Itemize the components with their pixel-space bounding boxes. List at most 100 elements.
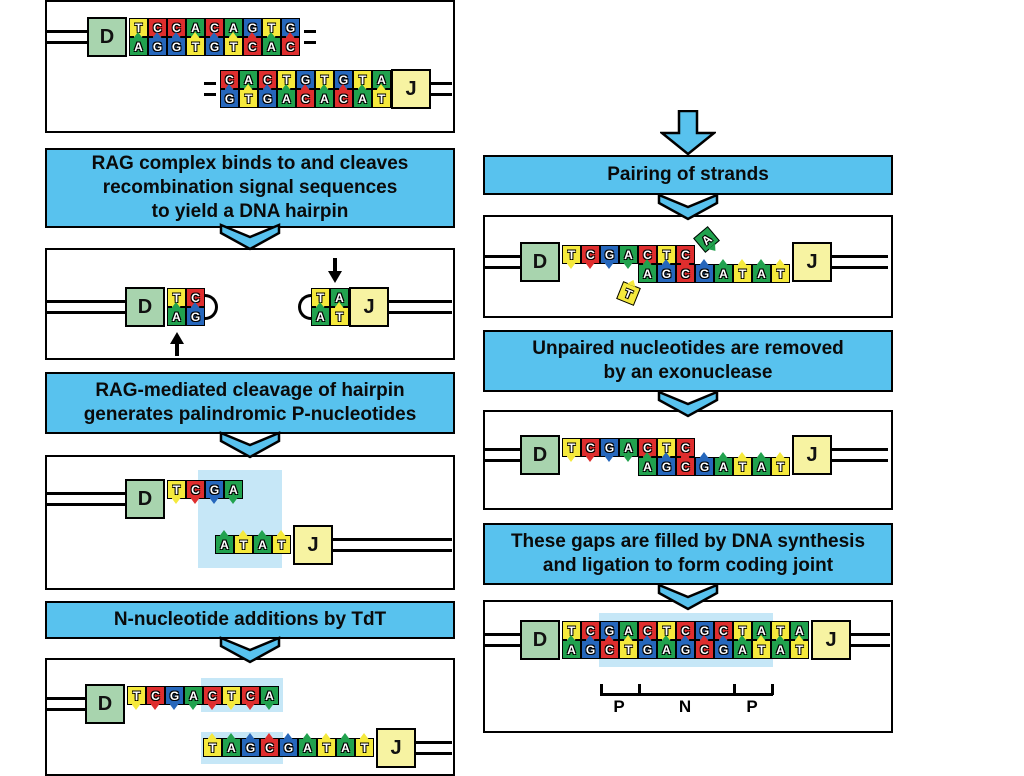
d-segment-box: D (87, 17, 127, 57)
j-segment-box: J (811, 620, 851, 660)
nucleotide-C: C (714, 621, 733, 645)
dna-backbone-line (485, 448, 520, 462)
nucleotide-C: C (695, 635, 714, 659)
nucleotide-T: T (186, 32, 205, 56)
nucleotide-A: A (619, 438, 638, 462)
nucleotide-T: T (619, 635, 638, 659)
d-segment-label: D (532, 250, 548, 273)
nucleotide-T: T (752, 635, 771, 659)
j-segment-label: J (363, 295, 375, 318)
nucleotide-A: A (298, 733, 317, 757)
nucleotide-A: A (311, 302, 330, 326)
nucleotide-G: G (205, 32, 224, 56)
d-segment-label: D (532, 443, 548, 466)
nucleotide-T: T (234, 530, 253, 554)
d-segment-box: D (520, 242, 560, 282)
nucleotide-G: G (165, 686, 184, 710)
d-segment-label: D (97, 692, 113, 715)
j-segment-label: J (390, 736, 402, 759)
nucleotide-T: T (562, 245, 581, 269)
nucleotide-A: A (215, 530, 234, 554)
nucleotide-A: A (693, 226, 720, 253)
nucleotide-T: T (222, 686, 241, 710)
nucleotide-T: T (224, 32, 243, 56)
nucleotide-A: A (752, 259, 771, 283)
nucleotide-C: C (296, 84, 315, 108)
pnp-tick (638, 684, 641, 695)
nucleotide-A: A (277, 84, 296, 108)
pnp-line (600, 693, 773, 696)
j-segment-label: J (405, 77, 417, 100)
nucleotide-T: T (239, 84, 258, 108)
step-banner-hairpin-cleavage: RAG-mediated cleavage of hairpin generat… (45, 372, 455, 434)
d-segment-label: D (99, 25, 115, 48)
nucleotide-A: A (752, 452, 771, 476)
nucleotide-A: A (222, 733, 241, 757)
d-segment-box: D (520, 620, 560, 660)
nucleotide-C: C (676, 452, 695, 476)
nucleotide-T: T (167, 480, 186, 504)
nucleotide-A: A (184, 686, 203, 710)
nucleotide-G: G (695, 452, 714, 476)
nucleotide-G: G (600, 438, 619, 462)
d-segment-label: D (137, 295, 153, 318)
nucleotide-A: A (224, 480, 243, 504)
dna-break-dash (304, 30, 316, 44)
dna-backbone-line (47, 300, 125, 314)
nucleotide-G: G (241, 733, 260, 757)
nucleotide-T: T (272, 530, 291, 554)
j-segment-box: J (391, 69, 431, 109)
nucleotide-C: C (581, 438, 600, 462)
nucleotide-T: T (372, 84, 391, 108)
j-segment-label: J (825, 628, 837, 651)
nucleotide-C: C (243, 32, 262, 56)
d-segment-box: D (520, 435, 560, 475)
nucleotide-A: A (129, 32, 148, 56)
pnp-tick (771, 684, 774, 695)
dna-backbone-line (389, 300, 452, 314)
unpaired-nucleotide-flipped: T (616, 281, 641, 306)
dna-break-dash (204, 82, 216, 96)
dna-backbone-line (485, 255, 520, 269)
nucleotide-C: C (203, 686, 222, 710)
nucleotide-A: A (253, 530, 272, 554)
nucleotide-A: A (167, 302, 186, 326)
flow-arrow-down-icon (219, 636, 281, 664)
hairpin-loop (298, 294, 311, 320)
step-banner-coding-joint: These gaps are filled by DNA synthesis a… (483, 523, 893, 585)
dna-backbone-line (47, 697, 85, 711)
j-segment-label: J (806, 443, 818, 466)
nucleotide-T: T (733, 259, 752, 283)
step-banner-exonuclease: Unpaired nucleotides are removed by an e… (483, 330, 893, 392)
nucleotide-G: G (695, 259, 714, 283)
dna-backbone-line (47, 492, 125, 506)
dna-strand-top: A (693, 226, 720, 253)
nucleotide-T: T (562, 438, 581, 462)
step-banner-rag-cleaves: RAG complex binds to and cleaves recombi… (45, 148, 455, 228)
nucleotide-C: C (241, 686, 260, 710)
nucleotide-T: T (203, 733, 222, 757)
flow-arrow-down-icon (657, 193, 719, 221)
p-region-label: P (613, 697, 625, 716)
nucleotide-A: A (638, 259, 657, 283)
nucleotide-A: A (562, 635, 581, 659)
nucleotide-G: G (581, 635, 600, 659)
nucleotide-A: A (262, 32, 281, 56)
nucleotide-T: T (771, 259, 790, 283)
d-segment-label: D (137, 487, 153, 510)
nucleotide-A: A (714, 259, 733, 283)
